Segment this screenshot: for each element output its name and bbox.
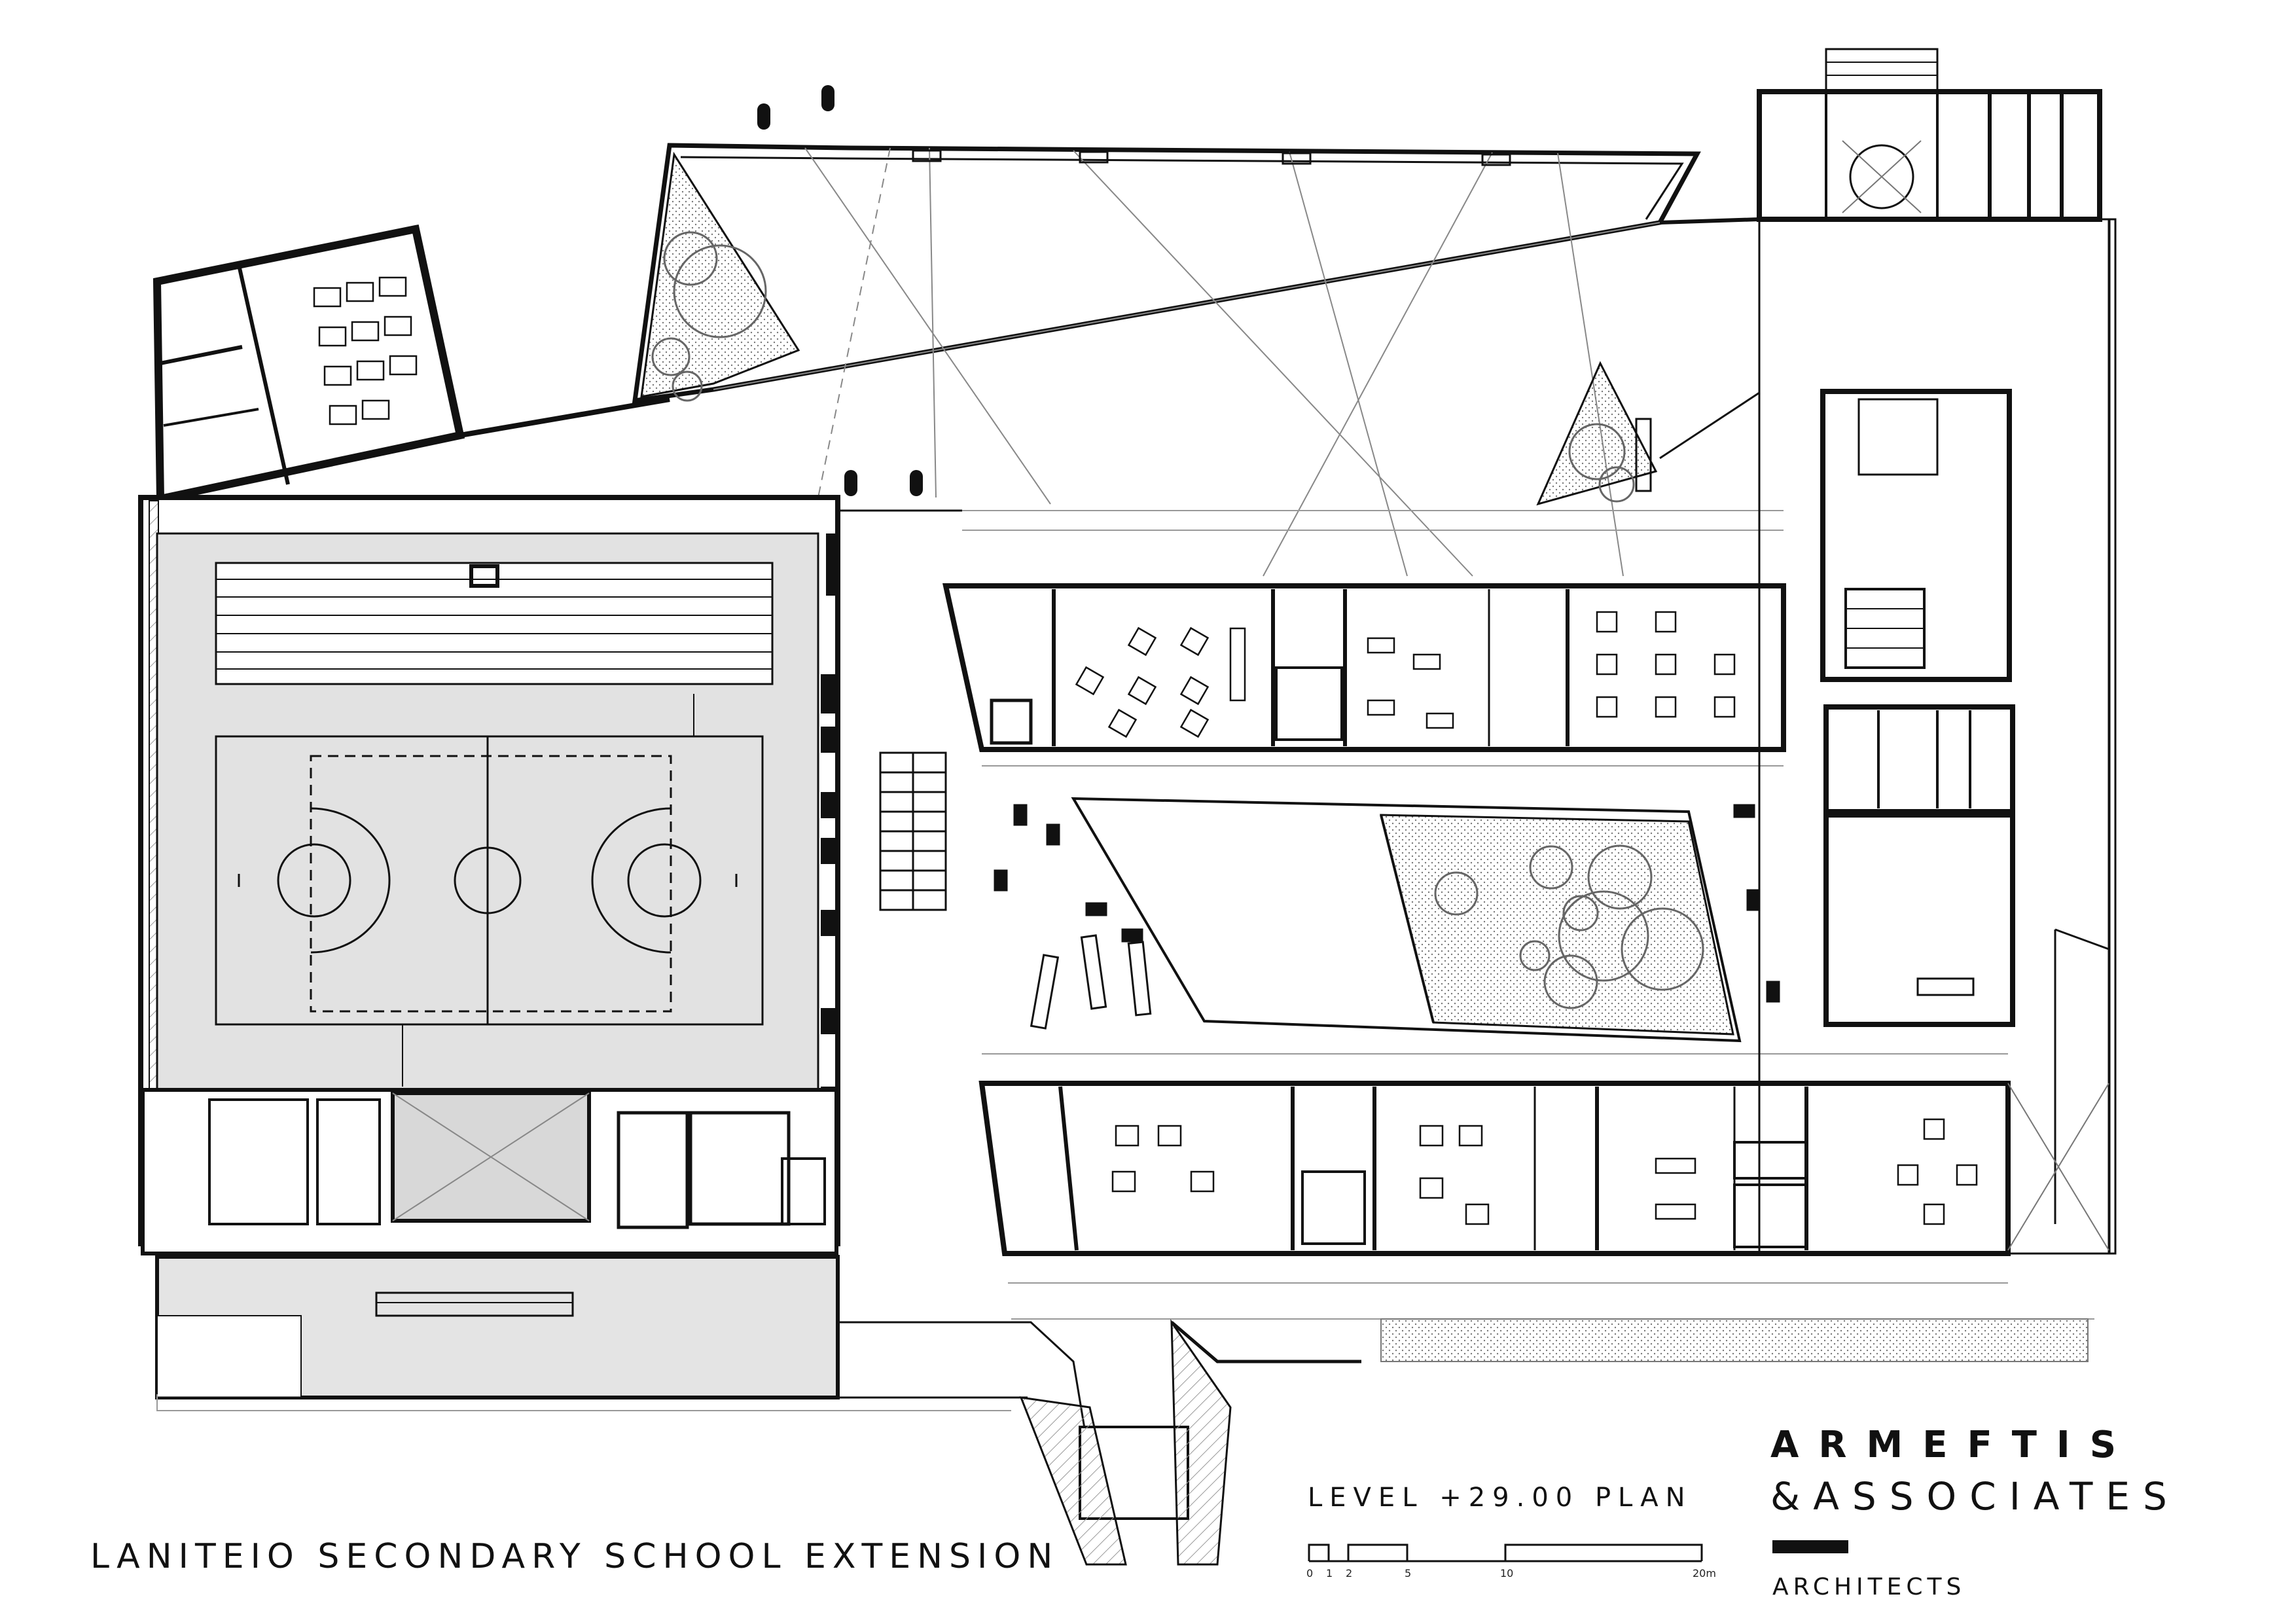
- firm-name-line1: ARMEFTIS: [1770, 1424, 2136, 1466]
- north-courtyard: [632, 143, 1701, 577]
- courtyard-benches: [994, 804, 1780, 1030]
- central-stair: [879, 751, 947, 911]
- south-classroom-wing: [978, 1053, 2094, 1362]
- scale-tick-label: 2: [1346, 1567, 1353, 1579]
- hall-south-wing: [141, 1088, 840, 1399]
- east-block: [1757, 48, 2117, 1255]
- bollards: [757, 85, 923, 496]
- firm-name-line2: &ASSOCIATES: [1770, 1474, 2180, 1519]
- plan-level-label: LEVEL +29.00 PLAN: [1308, 1483, 1693, 1513]
- scale-tick-label: 5: [1405, 1567, 1412, 1579]
- north-classroom-wing: [942, 510, 1786, 767]
- scale-tick-label: 20m: [1693, 1567, 1716, 1579]
- scale-tick-label: 10: [1500, 1567, 1514, 1579]
- scale-tick-label: 0: [1306, 1567, 1314, 1579]
- firm-name-line3: ARCHITECTS: [1772, 1574, 1966, 1600]
- drawing-title: LANITEIO SECONDARY SCHOOL EXTENSION: [90, 1537, 1060, 1576]
- walkways: [156, 217, 1760, 1566]
- central-courtyard: [1071, 797, 1742, 1043]
- northwest-classroom-pavilion: [152, 224, 670, 504]
- firm-logo-bar: [1772, 1540, 1848, 1553]
- scale-tick-label: 1: [1326, 1567, 1333, 1579]
- scale-bar-graphic: [1308, 1543, 1703, 1562]
